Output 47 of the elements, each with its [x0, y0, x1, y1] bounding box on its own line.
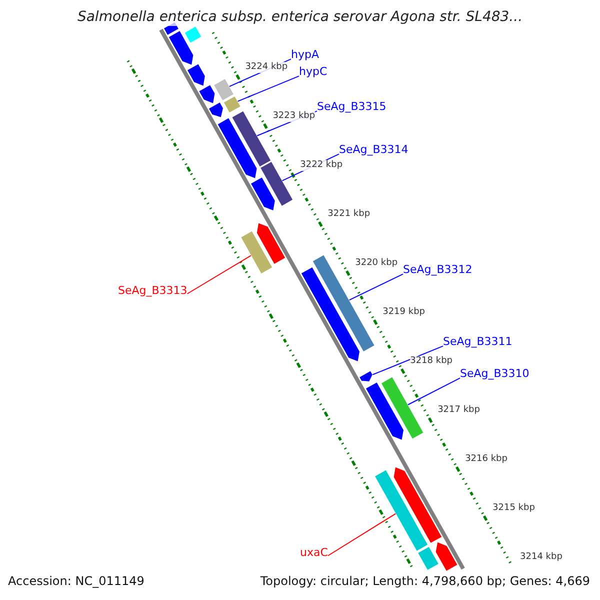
tick-label: 3215 kbp — [492, 503, 535, 514]
gene-label: SeAg_B3314 — [339, 143, 408, 156]
tick-label: 3218 kbp — [410, 356, 452, 368]
leader-line — [237, 76, 300, 102]
tick-label: 3224 kbp — [245, 62, 288, 74]
gene-block — [380, 376, 424, 440]
leader-line — [372, 346, 444, 376]
tick-label: 3214 kbp — [520, 552, 562, 564]
gene-block — [417, 546, 440, 571]
accession-text: Accession: NC_011149 — [8, 574, 144, 588]
gene-block — [213, 78, 234, 102]
genome-info-text: Topology: circular; Length: 4,798,660 bp; Genes: 4,669 — [260, 574, 590, 588]
tick-label: 3221 kbp — [328, 209, 370, 220]
gene-feature — [365, 382, 404, 441]
gene-feature — [393, 466, 442, 544]
gene-block — [231, 110, 272, 168]
gene-block — [374, 469, 428, 552]
gene-feature — [300, 266, 360, 362]
gene-feature — [217, 117, 258, 180]
gene-feature — [208, 102, 224, 118]
gene-label: SeAg_B3315 — [317, 100, 386, 113]
tick-label: 3222 kbp — [300, 160, 343, 172]
gene-feature — [168, 30, 194, 66]
gene-feature — [256, 222, 286, 265]
gene-label: SeAg_B3310 — [460, 367, 530, 380]
tick-label: 3216 kbp — [465, 454, 508, 466]
leader-line — [186, 255, 252, 294]
gene-label: hypC — [299, 65, 328, 78]
tick-label: 3217 kbp — [438, 405, 480, 416]
gene-label: SeAg_B3313 — [118, 284, 188, 297]
tick-label: 3219 kbp — [382, 307, 426, 318]
gene-label: SeAg_B3312 — [403, 263, 472, 276]
gene-label: uxaC — [300, 546, 328, 559]
tick-label: 3220 kbp — [355, 258, 398, 270]
gene-feature — [186, 63, 206, 87]
gene-block — [260, 161, 294, 207]
leader-line — [348, 274, 404, 301]
gene-feature — [250, 176, 276, 212]
gene-feature — [435, 541, 458, 572]
gene-block — [312, 254, 376, 352]
gene-label: hypA — [291, 48, 319, 61]
tick-label: 3223 kbp — [272, 111, 316, 122]
gene-block — [223, 96, 242, 114]
gene-block — [240, 230, 273, 274]
gene-feature — [198, 84, 216, 104]
gene-feature — [358, 370, 374, 382]
gene-label: SeAg_B3311 — [443, 335, 512, 348]
